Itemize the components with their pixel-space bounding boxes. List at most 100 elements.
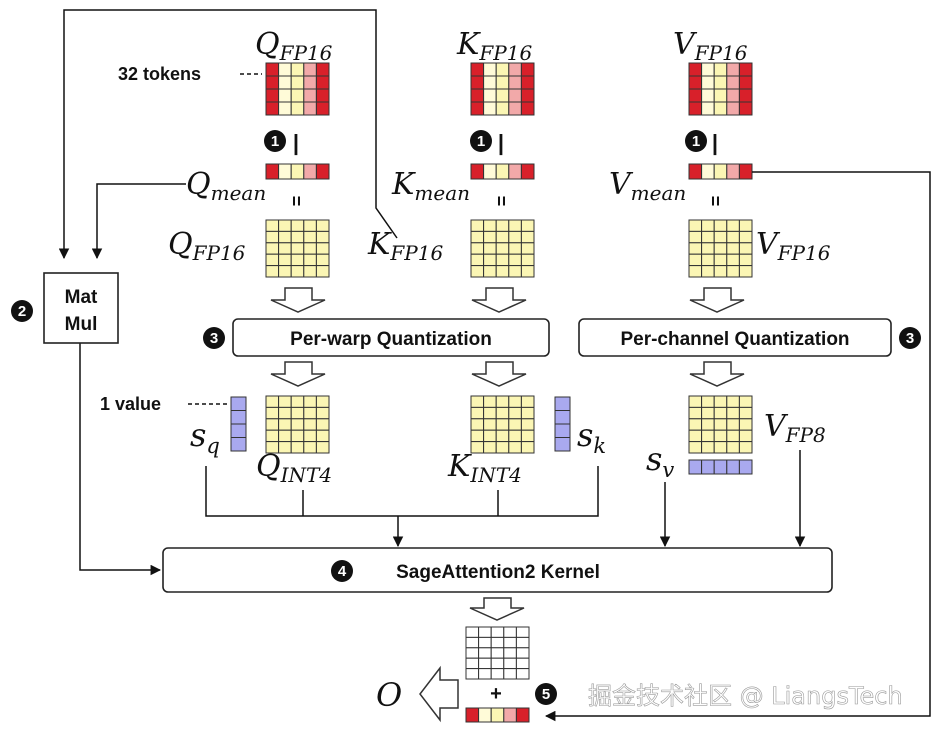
q-fp16-input-matrix-cell: [278, 101, 292, 116]
k-fp16-centered-matrix-cell: [495, 242, 510, 255]
v-fp16-centered-matrix-cell: [726, 253, 740, 267]
k-fp16-input-matrix-cell: [483, 88, 497, 103]
output-matrix-cell: [515, 657, 530, 670]
output-matrix-cell: [465, 636, 480, 649]
q-fp16-centered-matrix-cell: [303, 253, 317, 267]
q-int4-matrix-cell: [290, 429, 305, 443]
v-fp8-matrix-cell: [713, 418, 728, 431]
k-flow-arrow-2: [471, 361, 527, 387]
v-fp16-centered-matrix-cell: [713, 230, 728, 244]
q-int4-matrix-cell: [303, 441, 317, 454]
k-fp16-centered-matrix-cell: [470, 242, 485, 255]
q-fp16-input-matrix-cell: [303, 101, 317, 116]
k-fp16-centered-matrix-cell: [495, 219, 510, 232]
v-fp8-matrix-cell: [688, 418, 703, 431]
output-matrix-cell: [478, 647, 492, 659]
v-fp16-centered-matrix-cell: [738, 219, 753, 232]
q-int4-matrix-cell: [265, 406, 280, 420]
q-fp16-input-matrix-cell: [278, 75, 292, 90]
v-fp8-matrix-cell: [738, 395, 753, 408]
k-fp16-input-matrix-cell: [483, 101, 497, 116]
q-to-matmul-wire: [58, 9, 398, 260]
q-int4-matrix: [265, 395, 330, 454]
q-fp16-centered-matrix-cell: [265, 242, 280, 255]
equals-symbol-k: =: [491, 196, 511, 207]
k-int4-matrix-cell: [520, 395, 535, 408]
k-fp16-centered-matrix-cell: [470, 253, 485, 267]
v-fp16-centered-matrix-cell: [726, 230, 740, 244]
output-matrix-cell: [503, 668, 517, 680]
k-int4-matrix-cell: [495, 406, 510, 420]
q-int4-matrix-cell: [265, 395, 280, 408]
step-1-number-v: 1: [692, 133, 700, 150]
output-matrix-cell: [503, 647, 517, 659]
q-fp16-centered-matrix-cell: [278, 230, 292, 244]
per-warp-quantization-box: [232, 318, 550, 357]
v-mean-row-cell: [713, 163, 728, 180]
output-matrix-cell: [515, 626, 530, 638]
q-fp16-centered-matrix-cell: [303, 230, 317, 244]
v-fp8-matrix-cell: [701, 406, 715, 420]
v-fp8-matrix-cell: [726, 441, 740, 454]
k-fp16-input-matrix-cell: [508, 88, 522, 103]
output-matrix-cell: [465, 647, 480, 659]
output-matrix-cell: [503, 657, 517, 670]
q-fp16-centered-label: QFP16: [168, 227, 246, 265]
v-fp8-matrix-cell: [726, 406, 740, 420]
q-fp16-centered-matrix-cell: [278, 265, 292, 278]
k-int4-matrix-cell: [495, 429, 510, 443]
kernel-flow-arrow: [469, 597, 525, 621]
q-fp16-centered-matrix-cell: [265, 265, 280, 278]
q-fp16-centered-matrix-cell: [278, 253, 292, 267]
v-fp16-top-label: VFP16: [673, 27, 748, 65]
per-warp-quantization-label: Per-warp Quantization: [290, 329, 492, 350]
q-fp16-centered-matrix-cell: [265, 219, 280, 232]
q-fp16-input-matrix-cell: [265, 75, 280, 90]
k-int4-matrix-cell: [483, 395, 497, 408]
s-q-scale-vector-cell: [230, 437, 247, 452]
output-matrix-cell: [465, 626, 480, 638]
q-int4-matrix-cell: [315, 441, 330, 454]
k-fp16-centered-matrix-cell: [483, 253, 497, 267]
vmean-addend-row-cell: [478, 707, 492, 723]
v-fp8-matrix-cell: [688, 429, 703, 443]
minus-symbol-q: |: [293, 130, 299, 155]
k-fp16-input-matrix-cell: [483, 75, 497, 90]
q-int4-label: QINT4: [256, 449, 332, 487]
s-k-scale-vector-cell: [554, 396, 571, 411]
step-2-marker: [11, 300, 33, 322]
s-v-scale-vector-cell: [688, 459, 703, 475]
output-matrix-cell: [490, 626, 505, 638]
v-fp8-matrix-cell: [726, 418, 740, 431]
v-fp16-centered-matrix-cell: [713, 242, 728, 255]
q-fp16-input-matrix-cell: [303, 88, 317, 103]
k-fp16-input-matrix-cell: [495, 88, 510, 103]
s-q-scale-vector-cell: [230, 410, 247, 425]
v-fp16-centered-matrix-cell: [738, 265, 753, 278]
vmean-addend-row-cell: [515, 707, 530, 723]
output-matrix-cell: [503, 636, 517, 649]
k-int4-matrix-cell: [483, 418, 497, 431]
k-int4-matrix-cell: [483, 441, 497, 454]
v-flow-arrow-1: [689, 287, 745, 313]
v-fp16-input-matrix-cell: [688, 88, 703, 103]
q-int4-matrix-cell: [278, 406, 292, 420]
v-fp8-matrix-cell: [726, 395, 740, 408]
v-fp8-matrix-cell: [738, 406, 753, 420]
k-fp16-centered-matrix-cell: [495, 253, 510, 267]
output-matrix-cell: [490, 657, 505, 670]
q-mean-row-cell: [265, 163, 280, 180]
k-int4-matrix-cell: [495, 395, 510, 408]
v-fp16-input-matrix-cell: [738, 101, 753, 116]
k-fp16-input-matrix-cell: [470, 101, 485, 116]
plus-symbol: +: [490, 683, 502, 705]
output-matrix-cell: [478, 636, 492, 649]
q-fp16-input-matrix-cell: [265, 88, 280, 103]
v-fp8-matrix-cell: [738, 441, 753, 454]
step-5-number: 5: [542, 686, 550, 703]
q-fp16-input-matrix-cell: [290, 101, 305, 116]
v-fp16-centered-matrix-cell: [688, 265, 703, 278]
output-matrix-cell: [515, 668, 530, 680]
output-o-label: O: [376, 676, 402, 714]
q-mean-row: [265, 163, 330, 180]
